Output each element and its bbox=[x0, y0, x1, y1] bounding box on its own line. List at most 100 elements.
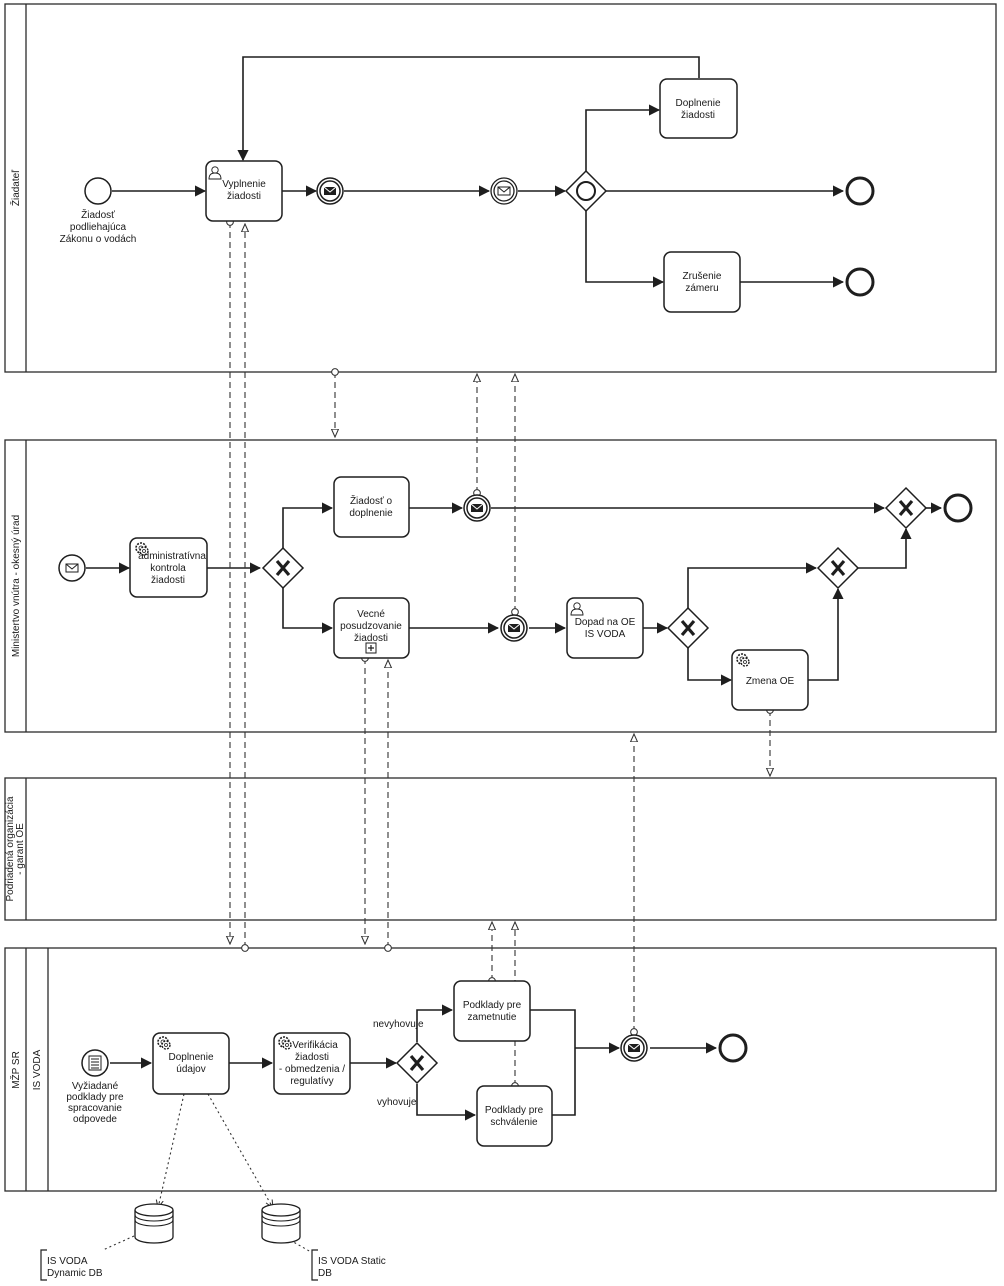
gateway-label-nevyhovuje: nevyhovuje bbox=[373, 1019, 424, 1030]
gear-icon bbox=[157, 1036, 171, 1050]
start-event-isvoda-label-2: podklady pre bbox=[66, 1092, 124, 1103]
task-doplnenie-udajov-label-1: Doplnenie bbox=[168, 1052, 213, 1063]
envelope-filled-icon bbox=[507, 623, 521, 632]
task-vecne-label-3: žiadosti bbox=[354, 633, 388, 644]
task-dopad-label-1: Dopad na OE bbox=[575, 617, 636, 628]
envelope-filled-icon bbox=[470, 503, 484, 512]
task-vyplnenie-label-2: žiadosti bbox=[227, 191, 261, 202]
gear-icon bbox=[278, 1036, 292, 1050]
lane-isvoda-label: IS VODA bbox=[32, 1049, 43, 1090]
x-icon bbox=[409, 1054, 425, 1072]
task-admin-label-2: kontrola bbox=[150, 563, 186, 574]
document-icon bbox=[88, 1055, 102, 1071]
task-podklady-zamietnutie-label-1: Podklady pre bbox=[463, 1000, 522, 1011]
task-verifikacia-label-4: regulatívy bbox=[290, 1076, 333, 1087]
task-vecne-label-2: posudzovanie bbox=[340, 621, 402, 632]
task-podklady-schvalenie: Podklady pre schválenie bbox=[476, 1085, 553, 1147]
exclusive-gateway-1 bbox=[261, 546, 305, 590]
task-doplnenie-ziadosti: Doplnenie žiadosti bbox=[659, 78, 738, 139]
task-dopad-label-2: IS VODA bbox=[585, 629, 626, 640]
exclusive-gateway-5 bbox=[395, 1041, 439, 1085]
task-doplnenie-ziadosti-label-1: Doplnenie bbox=[675, 98, 720, 109]
task-zmena-oe-label: Zmena OE bbox=[746, 676, 795, 687]
start-event-applicant-label-1: Žiadosť bbox=[81, 208, 115, 221]
intermediate-throw-message-event-2 bbox=[463, 494, 491, 522]
task-dopad-na-oe: Dopad na OE IS VODA bbox=[566, 597, 644, 659]
task-verifikacia: Verifikácia žiadosti - obmedzenia / regu… bbox=[273, 1032, 351, 1095]
start-event-applicant bbox=[84, 177, 112, 205]
pool-mzp-label: MŽP SR bbox=[9, 1051, 22, 1089]
user-icon bbox=[570, 602, 584, 616]
pool-subordinate-label-line1: Podriadená organizácia bbox=[5, 796, 16, 902]
task-verifikacia-label-2: žiadosti bbox=[295, 1052, 329, 1063]
task-doplnenie-ziadosti-label-2: žiadosti bbox=[681, 110, 715, 121]
x-icon bbox=[275, 559, 291, 577]
envelope-outline-icon bbox=[497, 186, 511, 196]
data-store-dynamic-icon bbox=[134, 1203, 174, 1244]
exclusive-gateway-3 bbox=[816, 546, 860, 590]
data-associations bbox=[102, 1093, 312, 1253]
inclusive-gateway bbox=[564, 169, 608, 213]
task-vyplnenie-label-1: Vyplnenie bbox=[222, 179, 266, 190]
task-zrusenie-zameru: Zrušenie zámeru bbox=[663, 251, 741, 313]
envelope-filled-icon bbox=[323, 186, 337, 195]
task-verifikacia-label-1: Verifikácia bbox=[292, 1040, 338, 1051]
pool-ministry: Ministertvo vnútra - okesný úrad bbox=[4, 439, 997, 733]
start-event-isvoda-label-3: spracovanie bbox=[68, 1103, 122, 1114]
start-event-isvoda-label-4: odpovede bbox=[73, 1114, 117, 1125]
start-conditional-event-isvoda bbox=[81, 1049, 109, 1077]
task-verifikacia-label-3: - obmedzenia / bbox=[279, 1064, 345, 1075]
intermediate-throw-message-event-1 bbox=[316, 177, 344, 205]
end-event-isvoda bbox=[718, 1033, 748, 1063]
x-icon bbox=[830, 559, 846, 577]
task-zrusenie-label-2: zámeru bbox=[685, 283, 718, 294]
annotation-dynamic-db-line1: IS VODA bbox=[47, 1256, 88, 1267]
start-event-applicant-label-3: Zákonu o vodách bbox=[60, 234, 137, 245]
start-message-event-ministry bbox=[58, 554, 86, 582]
intermediate-catch-message-event bbox=[490, 177, 518, 205]
user-icon bbox=[208, 166, 222, 180]
intermediate-throw-message-event-3 bbox=[500, 614, 528, 642]
task-podklady-zamietnutie: Podklady pre zametnutie bbox=[453, 980, 531, 1042]
expand-plus-icon bbox=[365, 642, 377, 654]
task-admin-label-1: administratívna bbox=[138, 551, 206, 562]
sequence-flows bbox=[86, 56, 943, 1121]
pool-ministry-label: Ministertvo vnútra - okesný úrad bbox=[11, 515, 22, 657]
task-zmena-oe: Zmena OE bbox=[731, 649, 809, 711]
task-vyplnenie-ziadosti: Vyplnenie žiadosti bbox=[205, 160, 283, 222]
annotation-static-db-line2: DB bbox=[318, 1268, 332, 1279]
end-event-applicant-1 bbox=[845, 176, 875, 206]
task-podklady-schvalenie-label-2: schválenie bbox=[490, 1117, 538, 1128]
task-admin-label-3: žiadosti bbox=[151, 575, 185, 586]
task-vecne-label-1: Vecné bbox=[357, 609, 385, 620]
task-podklady-schvalenie-label-1: Podklady pre bbox=[485, 1105, 544, 1116]
annotation-dynamic-db-line2: Dynamic DB bbox=[47, 1268, 103, 1279]
data-store-static-icon bbox=[261, 1203, 301, 1244]
intermediate-throw-message-event-4 bbox=[620, 1034, 648, 1062]
task-zrusenie-label-1: Zrušenie bbox=[683, 271, 722, 282]
start-event-applicant-label-2: podliehajúca bbox=[70, 222, 127, 233]
gateway-label-vyhovuje: vyhovuje bbox=[377, 1097, 417, 1108]
start-event-isvoda-label-1: Vyžiadané bbox=[72, 1081, 119, 1092]
task-doplnenie-udajov: Doplnenie údajov bbox=[152, 1032, 230, 1095]
gear-icon bbox=[135, 542, 149, 556]
subprocess-vecne-posudzovanie: Vecné posudzovanie žiadosti bbox=[333, 597, 410, 659]
task-ziadost-o-doplnenie-label-1: Žiadosť o bbox=[350, 494, 393, 507]
end-event-applicant-2 bbox=[845, 267, 875, 297]
x-icon bbox=[898, 499, 914, 517]
pool-applicant-label: Žiadateľ bbox=[9, 169, 22, 206]
envelope-outline-icon bbox=[65, 563, 79, 573]
task-ziadost-o-doplnenie: Žiadosť o doplnenie bbox=[333, 476, 410, 538]
exclusive-gateway-2 bbox=[666, 606, 710, 650]
task-ziadost-o-doplnenie-label-2: doplnenie bbox=[349, 508, 393, 519]
envelope-filled-icon bbox=[627, 1043, 641, 1052]
exclusive-gateway-4 bbox=[884, 486, 928, 530]
annotation-dynamic-db: IS VODA Dynamic DB bbox=[40, 1249, 103, 1281]
task-podklady-zamietnutie-label-2: zametnutie bbox=[468, 1012, 517, 1023]
pool-subordinate-org: Podriadená organizácia - garant OE bbox=[4, 777, 997, 921]
gear-icon bbox=[736, 653, 750, 667]
end-event-ministry bbox=[943, 493, 973, 523]
task-doplnenie-udajov-label-2: údajov bbox=[176, 1064, 205, 1075]
annotation-static-db: IS VODA Static DB bbox=[311, 1249, 386, 1281]
